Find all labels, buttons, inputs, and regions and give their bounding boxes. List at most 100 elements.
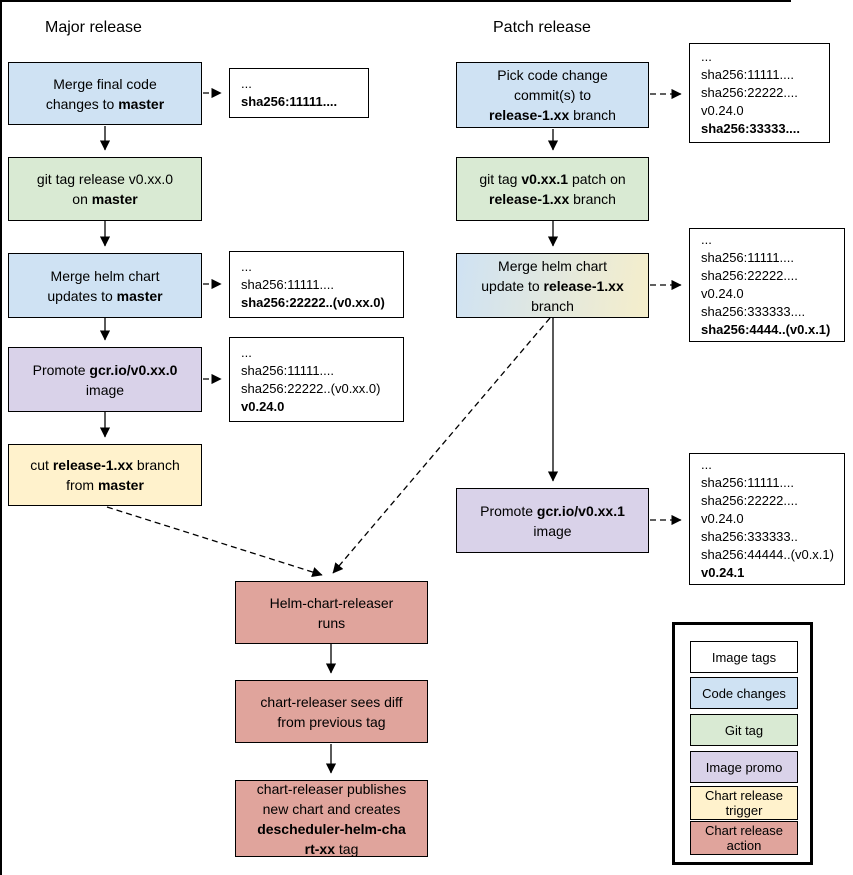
node-text-line: Merge helm chart	[498, 256, 607, 276]
node-text-line: image	[533, 521, 571, 541]
sha-text-line: sha256:11111....	[701, 250, 794, 265]
node-text-line: from master	[66, 475, 144, 495]
node-text-segment: master	[97, 477, 144, 493]
sha-patch-1: ...sha256:11111....sha256:22222....v0.24…	[689, 43, 830, 143]
node-patch-pick-code-change: Pick code change commit(s) to release-1.xx…	[456, 62, 649, 128]
node-text-segment: branch	[569, 191, 616, 207]
node-text-segment: descheduler-helm-cha	[257, 820, 406, 837]
node-text-line: chart-releaser publishes	[256, 780, 407, 799]
node-text-segment: chart-releaser publishes	[256, 780, 407, 797]
node-text-segment: branch	[133, 457, 180, 473]
node-major-merge-final-code: Merge final code changes to master	[8, 62, 202, 125]
node-text-segment: master	[118, 95, 165, 112]
node-text-segment: gcr.io/v0.xx.1	[536, 502, 625, 519]
node-text-segment: cut	[30, 457, 53, 473]
node-text-line: Merge helm chart	[51, 266, 160, 286]
legend-item-promo: Image promo	[690, 751, 798, 783]
node-text-segment: git tag release v0.xx.0	[36, 171, 174, 187]
sha-text-line: sha256:333333..	[701, 529, 798, 544]
sha-text-line: v0.24.1	[701, 565, 745, 580]
sha-text-line: sha256:4444..(v0.x.1)	[701, 322, 831, 337]
frame-border-left	[0, 0, 2, 875]
sha-text-line: ...	[241, 258, 252, 274]
sha-text-line: v0.24.0	[701, 286, 744, 301]
node-text-segment: git tag	[479, 171, 522, 187]
sha-patch-3: ...sha256:11111....sha256:22222....v0.24…	[689, 453, 845, 585]
node-text-segment: Helm-chart-releaser	[269, 594, 394, 611]
dashed-arrow-cut-branch-to-releaser	[106, 506, 323, 578]
legend-item-trigger: Chart release trigger	[690, 786, 798, 820]
node-text-line: on master	[72, 189, 137, 209]
node-text-line: Pick code change	[497, 65, 608, 85]
node-text-line: Promote gcr.io/v0.xx.1	[480, 501, 625, 521]
node-text-segment: updates to	[47, 287, 117, 304]
node-text-line: from previous tag	[277, 712, 385, 732]
node-text-line: git tag v0.xx.1 patch on	[479, 169, 625, 189]
node-text-line: updates to master	[47, 286, 162, 306]
node-text-line: Helm-chart-releaser	[270, 593, 394, 613]
sha-text-line: v0.24.0	[701, 511, 744, 526]
node-text-segment: master	[91, 191, 138, 207]
node-text-segment: rt-xx	[304, 840, 335, 857]
node-text-line: image	[86, 380, 124, 400]
legend-item-action: Chart release action	[690, 821, 798, 855]
node-text-segment: from	[66, 477, 98, 493]
sha-patch-2: ...sha256:11111....sha256:22222....v0.24…	[689, 228, 845, 342]
node-text-segment: tag	[335, 840, 359, 857]
sha-text-line: ...	[701, 232, 712, 247]
node-text-segment: commit(s) to	[514, 87, 591, 103]
sha-text-line: v0.24.0	[701, 103, 744, 118]
node-text-line: new chart and creates	[263, 799, 401, 819]
sha-major-2: ... sha256:11111.... sha256:22222..(v0.xx.…	[229, 251, 404, 318]
node-text-segment: release-1.xx	[489, 191, 570, 207]
sha-text-line: ...	[701, 49, 712, 64]
node-text-line: cut release-1.xx branch	[30, 455, 179, 475]
node-text-segment: runs	[317, 614, 346, 631]
sha-text-line: sha256:22222....	[701, 85, 798, 100]
node-text-line: Promote gcr.io/v0.xx.0	[33, 360, 178, 380]
node-text-segment: Promote	[32, 361, 90, 378]
sha-text-line: sha256:22222..(v0.xx.0)	[241, 380, 381, 396]
node-text-line: chart-releaser sees diff	[260, 692, 402, 712]
node-text-line: runs	[318, 613, 345, 633]
frame-border-top	[0, 0, 791, 2]
node-text-segment: release-1.xx	[489, 107, 570, 123]
node-text-line: rt-xx tag	[304, 839, 359, 857]
patch-release-title: Patch release	[493, 19, 591, 36]
node-text-segment: gcr.io/v0.xx.0	[89, 361, 178, 378]
node-text-segment: image	[533, 522, 572, 539]
sha-text-line: ...	[701, 457, 712, 472]
sha-major-3: ...sha256:11111....sha256:22222..(v0.xx.…	[229, 337, 404, 422]
sha-major-1: ...sha256:11111....	[229, 68, 369, 118]
node-major-git-tag: git tag release v0.xx.0 on master	[8, 157, 202, 221]
node-text-segment: changes to	[45, 95, 119, 112]
sha-text-line: sha256:22222....	[701, 493, 798, 508]
node-text-line: changes to master	[46, 94, 164, 114]
sha-text-line: sha256:22222..(v0.xx.0)	[241, 294, 385, 310]
node-text-segment: release-1.xx	[543, 277, 624, 294]
node-text-segment: chart-releaser sees diff	[260, 693, 403, 710]
node-text-segment: release-1.xx	[52, 457, 134, 473]
sha-text-line: sha256:11111....	[241, 276, 334, 292]
node-action-chart-releaser-publishes: chart-releaser publishes new chart and cr…	[235, 780, 428, 857]
node-action-chart-releaser-sees-diff: chart-releaser sees diff from previous ta…	[235, 680, 428, 743]
node-text-line: Merge final code	[53, 74, 157, 94]
legend-item-git: Git tag	[690, 714, 798, 746]
node-text-segment: image	[85, 381, 125, 398]
sha-text-line: ...	[241, 76, 252, 91]
node-text-segment: Merge final code	[53, 75, 157, 92]
node-text-segment: update to	[481, 277, 544, 294]
node-text-segment: Promote	[480, 502, 537, 519]
sha-text-line: sha256:333333....	[701, 304, 806, 319]
node-text-segment: branch	[531, 297, 574, 314]
node-text-segment: Pick code change	[497, 67, 608, 83]
sha-text-line: sha256:44444..(v0.x.1)	[701, 547, 834, 562]
sha-text-line: v0.24.0	[241, 398, 285, 414]
node-text-segment: patch on	[568, 171, 626, 187]
